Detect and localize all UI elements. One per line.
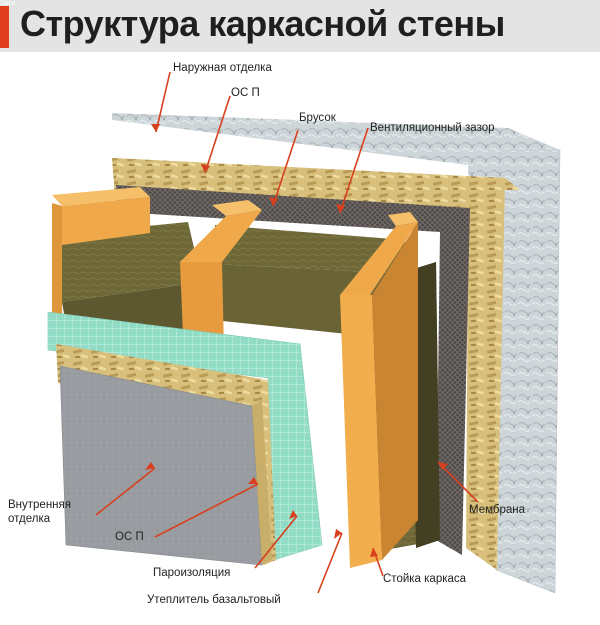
leader-bar [272, 129, 299, 207]
leader-arrowheads [145, 124, 448, 557]
label-vapor-barrier: Пароизоляция [153, 567, 231, 579]
label-vent-gap: Вентиляционный зазор [370, 122, 495, 134]
leader-insulation [317, 532, 343, 594]
leader-vent-gap [339, 127, 369, 214]
leader-osb-top [204, 95, 231, 174]
leader-inner-finish [95, 467, 156, 516]
insulation-block-left [55, 222, 202, 302]
label-outer-finish: Наружная отделка [173, 62, 272, 74]
stud-middle-front [180, 262, 224, 350]
label-inner-finish-2: отделка [8, 513, 51, 525]
stud-right [340, 222, 418, 295]
stud-right-top [388, 212, 418, 226]
corner-mark: Deco [1, 1, 16, 7]
label-frame-post: Стойка каркаса [383, 573, 467, 585]
label-bar: Брусок [299, 112, 336, 124]
label-inner-finish-1: Внутренняя [8, 499, 71, 511]
label-membrane: Мембрана [469, 504, 526, 516]
leader-osb-bottom [154, 483, 259, 538]
stud-middle-top [212, 200, 262, 216]
stud-left-front [62, 197, 150, 245]
stud-right-side [372, 222, 418, 560]
insulation-block-middle [215, 225, 408, 274]
stud-right-front [340, 295, 382, 568]
title-bar [0, 0, 600, 52]
label-osb-bottom: ОС П [115, 531, 144, 543]
membrane-layer [116, 185, 470, 555]
title-accent-bar [0, 6, 9, 48]
leader-lines [95, 71, 479, 594]
leader-outer-finish [155, 71, 171, 133]
label-osb-top: ОС П [231, 87, 260, 99]
leader-vapor [254, 515, 298, 569]
label-insulation: Утеплитель базальтовый [147, 594, 281, 606]
inner-finish-edge [252, 400, 272, 565]
outer-finish-face [495, 149, 561, 594]
stud-middle [180, 210, 262, 262]
leader-membrane [437, 461, 479, 503]
stud-left [52, 203, 62, 330]
stud-left-top [52, 187, 150, 206]
page-title: Структура каркасной стены [20, 3, 505, 44]
